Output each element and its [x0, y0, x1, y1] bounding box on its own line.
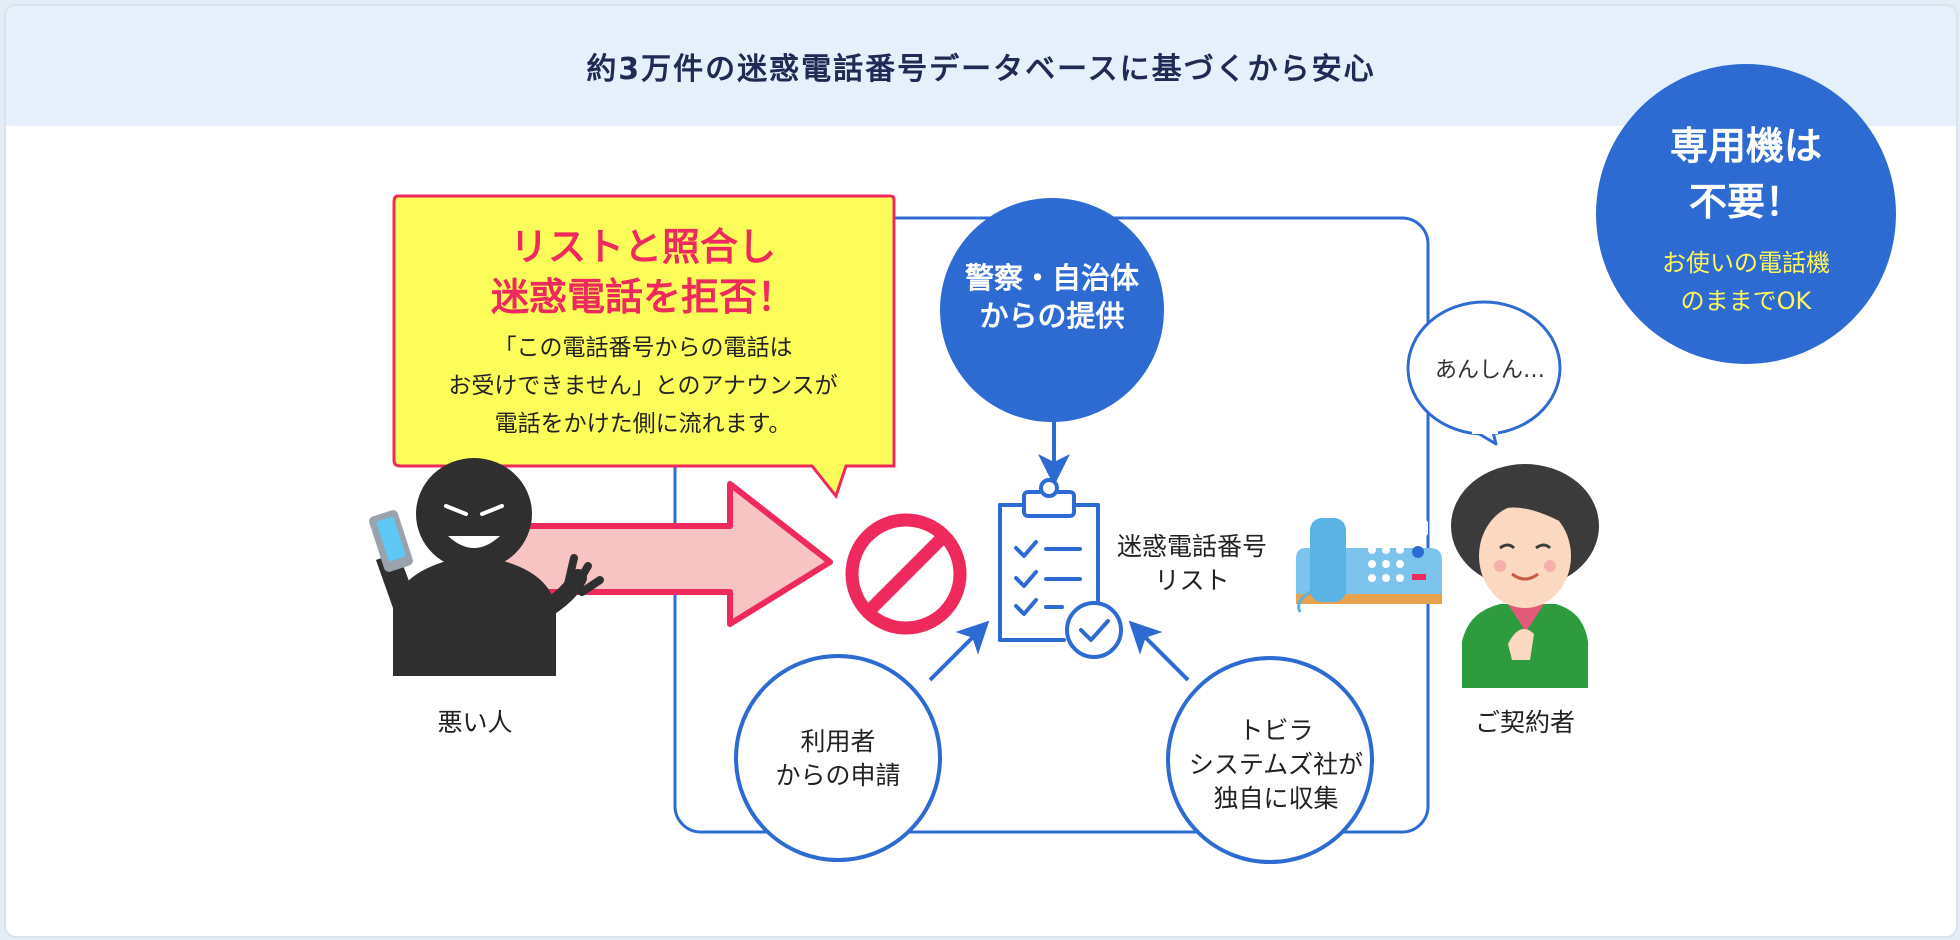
- user-source-label: 利用者 からの申請: [775, 727, 901, 790]
- arrow-from-user: [928, 620, 990, 682]
- prohibited-icon: [845, 513, 967, 635]
- police-source-circle: [940, 198, 1164, 422]
- callout-title: リストと照合し 迷惑電話を拒否！: [490, 225, 795, 319]
- no-device-badge: [1596, 64, 1896, 364]
- callout-body: 「この電話番号からの電話は お受けできません」とのアナウンスが 電話をかけた側に…: [448, 335, 838, 437]
- user-source-circle: [734, 654, 942, 862]
- tobira-source-circle: [1166, 656, 1374, 864]
- clipboard-icon: [998, 478, 1123, 659]
- tobira-source-label: トビラ システムズ社が 独自に収集: [1188, 716, 1364, 813]
- bad-person-label: 悪い人: [437, 708, 513, 737]
- customer-label: ご契約者: [1474, 708, 1575, 737]
- badge-subtitle: お使いの電話機 のままでOK: [1662, 249, 1830, 315]
- relief-text: あんしん…: [1434, 358, 1545, 383]
- badge-title: 専用機は 不要！: [1669, 124, 1822, 224]
- callout-box: [392, 194, 896, 500]
- nuisance-list-label: 迷惑電話番号 リスト: [1116, 532, 1267, 595]
- bad-person-icon: [369, 458, 604, 676]
- customer-icon: [1451, 464, 1599, 688]
- arrow-from-tobira: [1128, 620, 1190, 682]
- header-banner: 約3万件の迷惑電話番号データベースに基づくから安心: [6, 6, 1956, 126]
- relief-bubble: [1406, 300, 1562, 446]
- police-source-label: 警察・自治体 からの提供: [964, 261, 1139, 333]
- telephone-icon: [1296, 518, 1442, 613]
- header-title: 約3万件の迷惑電話番号データベースに基づくから安心: [586, 52, 1376, 87]
